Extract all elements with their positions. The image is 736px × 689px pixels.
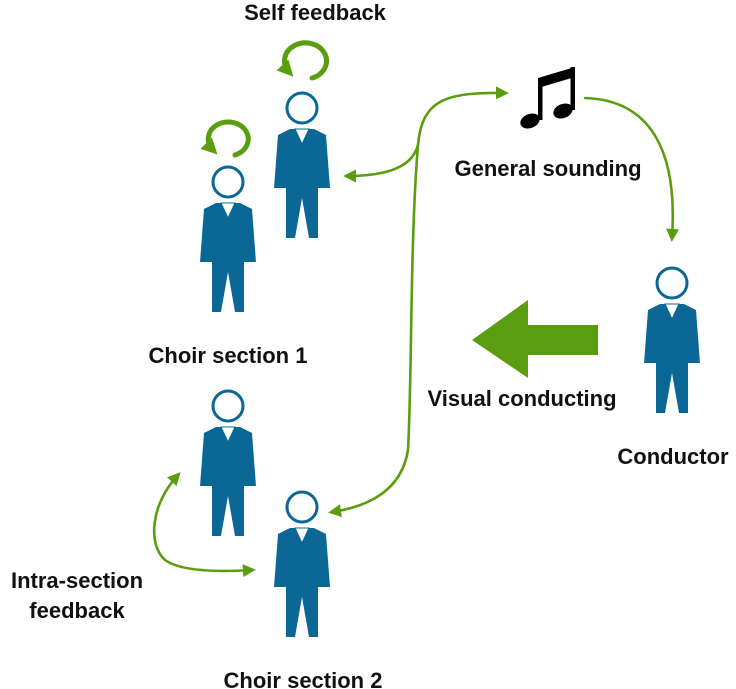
visual-conducting-label: Visual conducting: [427, 386, 616, 411]
intra-section-feedback-arrow: [152, 472, 256, 578]
general-sounding-to-conductor-arrow: [583, 96, 680, 242]
section-2-to-sounding-arrow: [328, 143, 420, 518]
self-feedback-label: Self feedback: [244, 0, 387, 25]
conductor-label: Conductor: [617, 444, 729, 469]
choir-section-1-label: Choir section 1: [149, 343, 308, 368]
self-feedback-loop-2: [276, 40, 330, 81]
choir-section-2-singer-a-icon: [198, 389, 258, 538]
choir-section-2-singer-b-icon: [272, 490, 332, 639]
general-sounding-label: General sounding: [454, 156, 641, 181]
conductor-icon: [642, 266, 702, 415]
visual-conducting-arrow: [472, 300, 598, 378]
choir-section-1-singer-b-icon: [272, 91, 332, 240]
choir-section-1-singer-a-icon: [198, 165, 258, 314]
self-feedback-loop-1: [200, 119, 251, 158]
choir-section-2-label: Choir section 2: [224, 668, 383, 689]
intra-section-label-line1: Intra-section: [11, 568, 143, 593]
music-note-icon: [520, 67, 575, 129]
intra-section-label-line2: feedback: [29, 598, 125, 623]
